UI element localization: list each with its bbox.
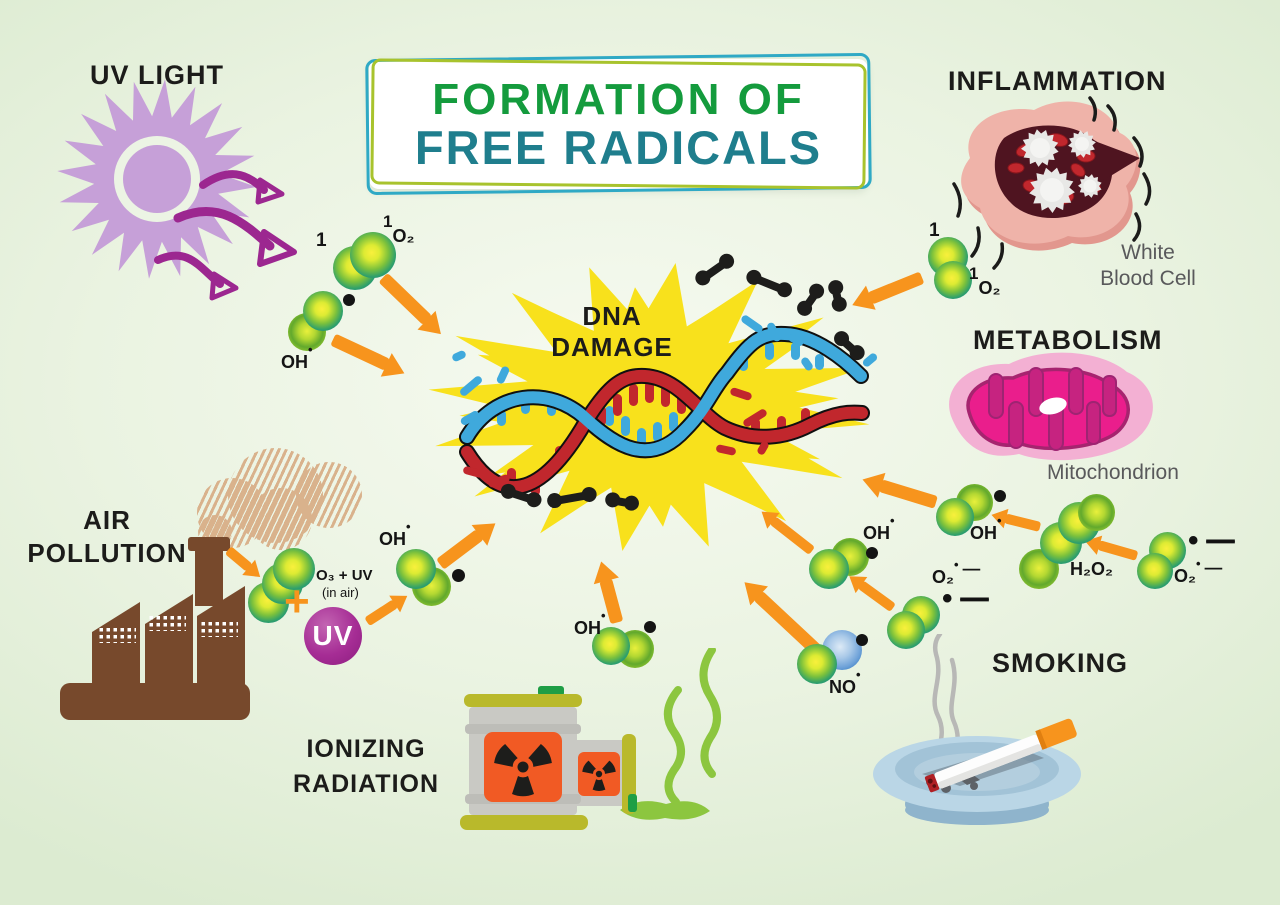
singlet-oxygen-label: 1O₂ — [969, 264, 1001, 298]
negative-charge-mark: •− — [1188, 524, 1237, 557]
ozone-uv-label: O₃ + UV — [316, 567, 373, 584]
title-box: FORMATION OF FREE RADICALS — [365, 52, 872, 196]
singlet-state-label: 1 — [316, 230, 327, 251]
uv-badge: UV — [304, 607, 362, 665]
ionizing-radiation-label: IONIZING RADIATION — [292, 735, 440, 798]
mitochondrion-label: Mitochondrion — [1047, 461, 1179, 484]
mitochondrion-icon — [949, 352, 1153, 461]
radical-electron-dot — [452, 569, 465, 582]
arrow-superoxide-to-hydroxyl-smoking — [857, 580, 896, 613]
atom-sphere — [797, 644, 837, 684]
radical-electron-dot — [343, 294, 355, 306]
radical-electron-dot — [866, 547, 878, 559]
atom-sphere — [1137, 553, 1173, 589]
cigarette-icon — [924, 718, 1077, 793]
smoking-label: SMOKING — [992, 648, 1129, 678]
factory-windows — [198, 622, 238, 637]
radioactive-barrels-icon — [460, 686, 710, 830]
factory-windows — [96, 628, 136, 643]
atom-sphere — [1078, 494, 1115, 531]
metabolism-label: METABOLISM — [973, 325, 1163, 355]
hydroxyl-label: OH• — [281, 342, 313, 372]
wound-icon — [952, 96, 1152, 270]
title-line-2: FREE RADICALS — [414, 120, 823, 174]
radical-electron-dot — [994, 490, 1006, 502]
atom-sphere — [936, 498, 974, 536]
toxic-fumes-icon — [664, 648, 721, 806]
negative-charge-mark: •− — [942, 582, 991, 615]
uv-badge-label: UV — [312, 620, 354, 651]
dna-fragment — [609, 495, 635, 509]
air-pollution-label: AIR POLLUTION — [27, 505, 187, 568]
white-blood-cell-label: White Blood Cell — [1100, 241, 1196, 290]
uv-rays-icon — [154, 170, 297, 301]
title-background — [369, 59, 868, 189]
nitric-oxide-label: NO• — [829, 667, 861, 697]
sun-icon — [57, 79, 257, 279]
dna-damage-label: DNA DAMAGE — [551, 301, 673, 362]
superoxide-label: O₂•− — [932, 557, 982, 587]
arrow-uvlight-to-dna-2 — [330, 333, 391, 371]
atom-sphere — [273, 548, 315, 590]
hydroxyl-label: OH• — [863, 513, 895, 543]
atom-sphere — [887, 611, 925, 649]
singlet-oxygen-label: 1O₂ — [383, 212, 415, 246]
hydroxyl-label: OH• — [970, 513, 1002, 543]
hydroxyl-label: OH• — [379, 519, 411, 549]
atom-sphere — [350, 232, 396, 278]
singlet-state-label: 1 — [929, 220, 940, 241]
atom-sphere — [396, 549, 436, 589]
factory-windows — [146, 616, 186, 631]
hydrogen-peroxide-label: H₂O₂ — [1070, 559, 1113, 579]
atom-sphere — [303, 291, 343, 331]
title-line-1: FORMATION OF — [432, 74, 805, 124]
plus-sign: + — [284, 577, 310, 626]
radical-electron-dot — [856, 634, 868, 646]
ashtray-icon — [873, 718, 1081, 825]
atom-sphere — [809, 549, 849, 589]
arrow-uv-to-hydroxyl — [364, 599, 399, 627]
uv-light-label: UV LIGHT — [90, 60, 224, 90]
arrow-metabolism-to-dna — [878, 479, 938, 509]
in-air-label: (in air) — [322, 585, 359, 600]
superoxide-label: O₂•− — [1174, 556, 1224, 586]
inflammation-label: INFLAMMATION — [948, 66, 1167, 96]
arrow-superoxide-to-h2o2 — [1097, 540, 1139, 561]
radical-electron-dot — [644, 621, 656, 633]
atom-sphere — [934, 261, 972, 299]
dna-fragment — [830, 284, 844, 308]
atom-sphere — [592, 627, 630, 665]
smoke-cloud — [250, 488, 312, 550]
arrow-h2o2-to-hydroxyl — [1003, 513, 1042, 532]
hydroxyl-label: OH• — [574, 608, 606, 638]
